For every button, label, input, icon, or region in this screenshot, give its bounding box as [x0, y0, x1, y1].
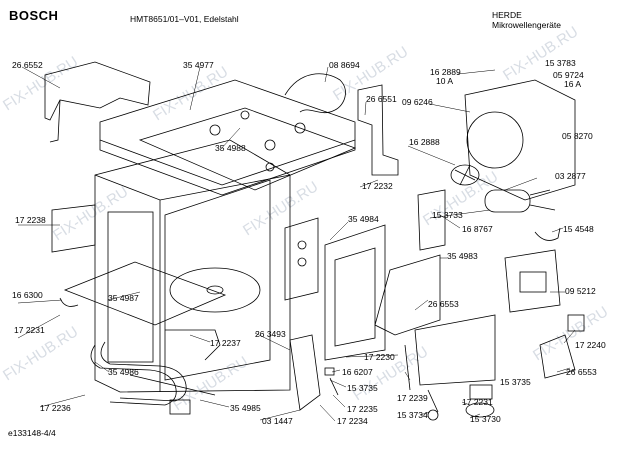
part-label: 05 8270	[562, 131, 593, 141]
heater-element-shape	[90, 329, 221, 406]
transformer-shape	[504, 249, 561, 313]
side-panel-shape	[51, 204, 96, 253]
part-label: 15 3735	[500, 377, 531, 387]
document-id: e133148-4/4	[8, 428, 56, 438]
part-label: 17 2239	[397, 393, 428, 403]
part-label: 26 6551	[366, 94, 397, 104]
shield-shape	[417, 189, 446, 251]
leader-lines	[17, 66, 576, 422]
part-label: 09 5212	[565, 286, 596, 296]
part-label: 15 4548	[563, 224, 594, 234]
part-label: 26 6553	[428, 299, 459, 309]
part-label: 16 2889	[430, 67, 461, 77]
part-label: 17 2232	[362, 181, 393, 191]
part-label: 15 3734	[397, 410, 428, 420]
connector-shape	[567, 314, 585, 332]
door-frame-shape	[324, 224, 386, 361]
part-label: 17 2236	[40, 403, 71, 413]
part-label: 09 6246	[402, 97, 433, 107]
part-label: 17 2238	[15, 215, 46, 225]
part-label: 35 4983	[447, 251, 478, 261]
part-label: 03 1447	[262, 416, 293, 426]
small-parts-shape	[59, 297, 576, 421]
part-label: 08 8694	[329, 60, 360, 70]
right-panel-shape	[357, 84, 399, 176]
part-label: 16 8767	[462, 224, 493, 234]
part-label: 15 3735	[347, 383, 378, 393]
part-label: 16 6207	[342, 367, 373, 377]
part-label: 35 4977	[183, 60, 214, 70]
part-label: 17 2231	[14, 325, 45, 335]
part-label: 16 A	[564, 79, 582, 89]
part-label: 35 4984	[348, 214, 379, 224]
brand-logo: BOSCH	[9, 8, 59, 23]
part-label: 15 3783	[545, 58, 576, 68]
part-label: 05 9724	[553, 70, 584, 80]
part-label: 35 4985	[230, 403, 261, 413]
part-label: 10 A	[436, 76, 454, 86]
part-label: 17 2231	[462, 397, 493, 407]
top-cover-shape	[99, 79, 356, 196]
part-label: 35 4986	[108, 367, 139, 377]
part-label: 35 4987	[108, 293, 139, 303]
part-label: 17 2230	[364, 352, 395, 362]
part-label: 35 4988	[215, 143, 246, 153]
part-label: 26 6552	[12, 60, 43, 70]
fan-assembly-shape	[450, 79, 576, 201]
inner-plate-shape	[138, 107, 357, 191]
part-label: 26 6553	[566, 367, 597, 377]
appliance-group: HERDE	[492, 10, 522, 20]
part-label: 26 3493	[255, 329, 286, 339]
control-panel-shape	[284, 217, 319, 301]
part-label: 03 2877	[555, 171, 586, 181]
rear-bracket-shape	[44, 61, 151, 143]
part-label: 16 6300	[12, 290, 43, 300]
part-label: 17 2237	[210, 338, 241, 348]
oven-housing-shape	[94, 139, 291, 393]
model-number: HMT8651/01–V01, Edelstahl	[130, 14, 239, 24]
part-label: 16 2888	[409, 137, 440, 147]
back-plate-shape	[374, 254, 441, 336]
part-label: 15 3730	[470, 414, 501, 424]
part-label: 17 2240	[575, 340, 606, 350]
part-label: 17 2235	[347, 404, 378, 414]
clip-shape	[534, 227, 561, 241]
appliance-subgroup: Mikrowellengeräte	[492, 20, 561, 30]
capacitor-shape	[484, 189, 556, 213]
part-label: 17 2234	[337, 416, 368, 426]
part-label: 15 3733	[432, 210, 463, 220]
bottom-plate-shape	[63, 261, 227, 326]
base-bracket-shape	[414, 314, 496, 386]
wire-harness-shape	[284, 73, 346, 114]
